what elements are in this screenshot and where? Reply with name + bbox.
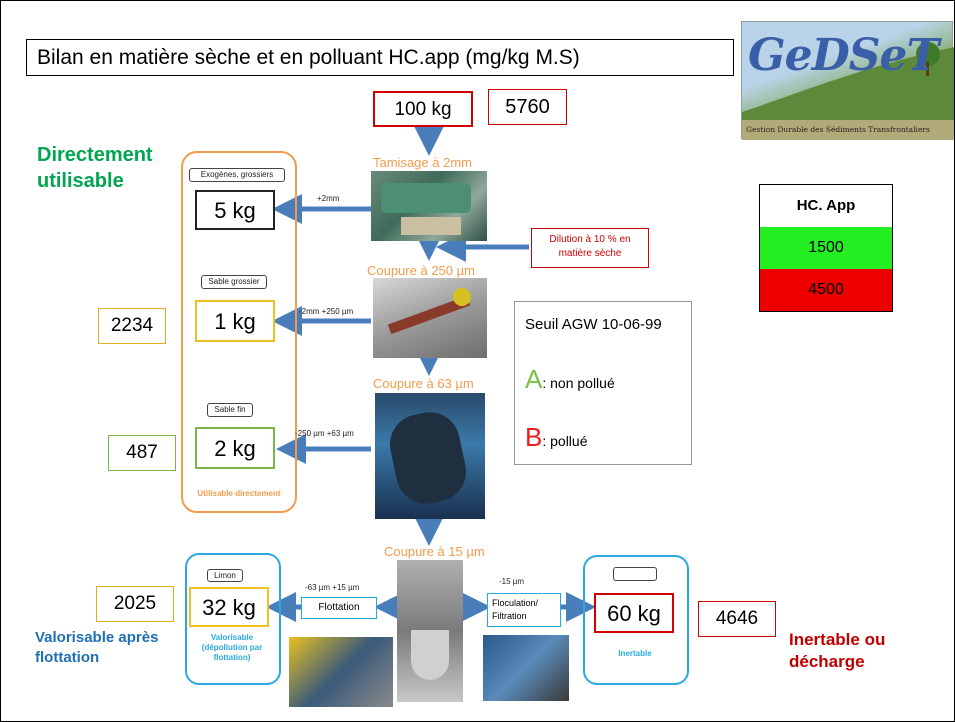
step-coupure15: Coupure à 15 µm [384,544,485,559]
page-title: Bilan en matière sèche et en polluant HC… [26,39,734,76]
photo-tamisage [371,171,487,241]
inertable-note: Inertable [618,649,652,658]
utilisable-directement-label: Utilisable directement [197,489,281,498]
sable-grossier-label: Sable grossier [201,275,267,289]
exogenes-mass: 5 kg [195,190,275,230]
legend-row-low: 1500 [760,227,892,269]
exogenes-label: Exogènes, grossiers [189,168,285,182]
sable-grossier-cut: -2mm +250 µm [299,307,354,316]
inertable-cut: -15 µm [499,577,525,586]
seuil-a-text: : non pollué [542,375,615,391]
logo-text: GeDSeT [748,30,939,81]
dilution-box: Dilution à 10 % en matière sèche [531,228,649,268]
photo-coupure63 [375,393,485,519]
legend-header: HC. App [760,185,892,227]
sable-fin-cut: -250 µm +63 µm [295,429,354,438]
inertable-mass: 60 kg [594,593,674,633]
limon-note: Valorisable (dépollution par flottation) [201,633,263,662]
exogenes-cut: +2mm [317,194,340,203]
legend-row-high: 4500 [760,269,892,311]
logo: GeDSeT Gestion Durable des Sédiments Tra… [741,21,954,140]
step-tamisage: Tamisage à 2mm [373,155,472,170]
step-coupure63: Coupure à 63 µm [373,376,474,391]
sable-fin-hc: 487 [108,435,176,471]
limon-cut: -63 µm +15 µm [305,583,360,592]
inertable-blank-label [613,567,657,581]
photo-coupure15 [397,560,463,702]
sable-fin-mass: 2 kg [195,427,275,469]
logo-hill-icon [742,42,954,140]
limon-label: Limon [207,569,243,582]
group-directement: Directement utilisable [37,144,153,192]
photo-flottation [289,637,393,707]
logo-caption: Gestion Durable des Sédiments Transfront… [746,125,930,134]
group-inertable: Inertable ou décharge [789,630,886,671]
hc-legend: HC. App 1500 4500 [759,184,893,312]
inertable-hc: 4646 [698,601,776,637]
flottation-box: Flottation [301,597,377,619]
group-valorisable: Valorisable après flottation [35,629,159,666]
group-utilisable-box [181,151,297,513]
sable-grossier-hc: 2234 [98,308,166,344]
limon-mass: 32 kg [189,587,269,627]
floculation-box: Floculation/ Filtration [487,593,561,627]
seuil-b: B: pollué [525,422,588,453]
input-hc-value: 5760 [488,89,567,125]
seuil-b-text: : pollué [542,433,588,449]
seuil-box: Seuil AGW 10-06-99 A: non pollué B: poll… [514,301,692,465]
photo-coupure250 [373,278,487,358]
photo-floculation [483,635,569,701]
step-coupure250: Coupure à 250 µm [367,263,475,278]
seuil-b-letter: B [525,422,543,452]
inertable-group-box [583,555,689,685]
seuil-a-letter: A [525,364,543,394]
sable-grossier-mass: 1 kg [195,300,275,342]
seuil-a: A: non pollué [525,364,615,395]
limon-group-box [185,553,281,685]
seuil-title: Seuil AGW 10-06-99 [525,316,662,333]
sable-fin-label: Sable fin [207,403,253,417]
limon-hc: 2025 [96,586,174,622]
input-mass: 100 kg [373,91,473,127]
